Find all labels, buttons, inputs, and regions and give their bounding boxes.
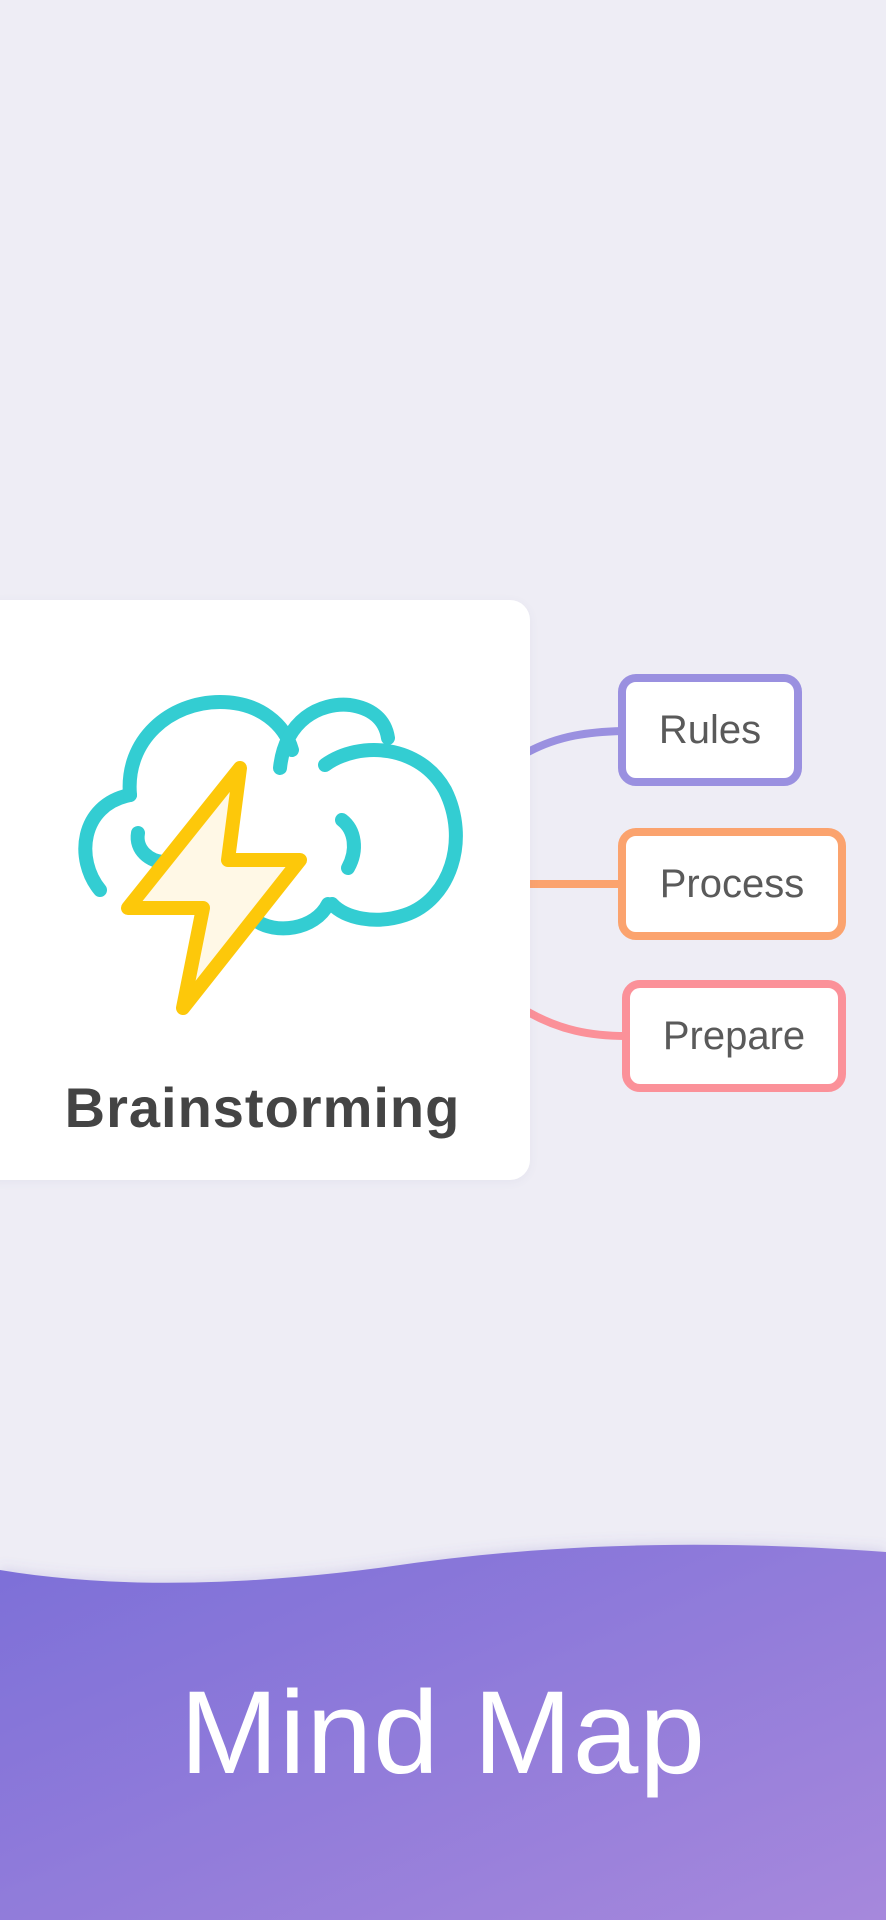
connector-rules xyxy=(526,727,623,756)
branch-node-label: Rules xyxy=(658,707,762,752)
central-node-title: Brainstorming xyxy=(64,1076,461,1139)
branch-node-label: Prepare xyxy=(662,1013,806,1058)
footer-wave-banner xyxy=(0,1544,886,1920)
footer-title: Mind Map xyxy=(179,1667,707,1799)
connector-prepare xyxy=(526,1008,627,1040)
branch-node-process[interactable]: Process xyxy=(618,828,846,940)
storm-cloud-icon xyxy=(78,695,463,1015)
branch-node-prepare[interactable]: Prepare xyxy=(622,980,846,1092)
branch-node-rules[interactable]: Rules xyxy=(618,674,802,786)
branch-node-label: Process xyxy=(659,861,805,906)
